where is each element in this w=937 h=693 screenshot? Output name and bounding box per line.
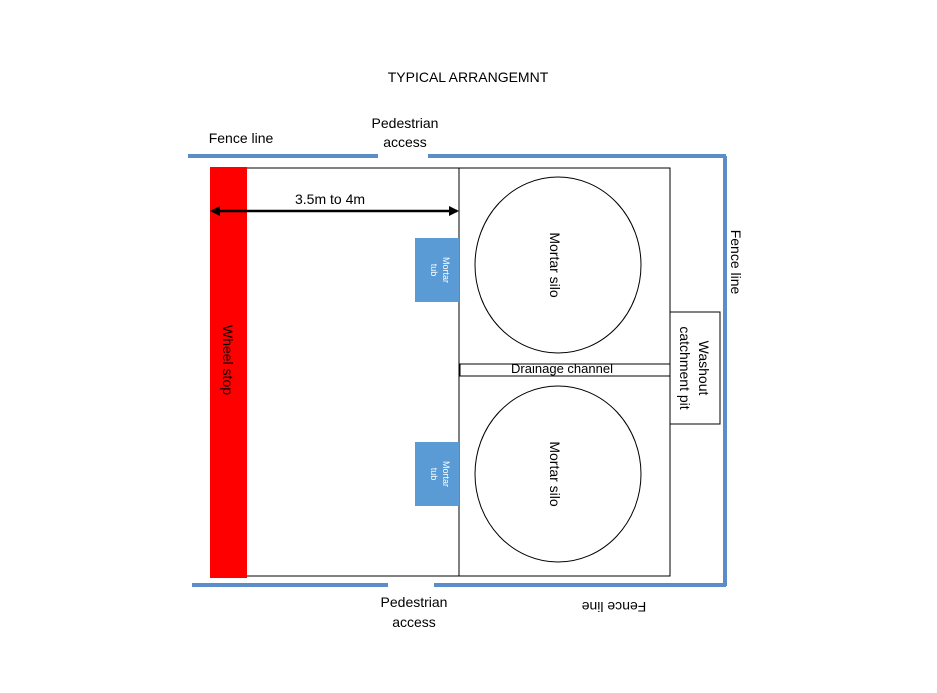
fence-label-right: Fence line: [728, 230, 744, 295]
mortar-tub-top-label-line1: Mortar: [441, 257, 451, 283]
fence: [188, 154, 727, 587]
wheel-stop-label: Wheel stop: [220, 325, 236, 395]
mortar-tub-bottom-label-line1: Mortar: [441, 461, 451, 487]
pedestrian-access-top-line2: access: [383, 134, 427, 150]
mortar-silo-top-label: Mortar silo: [547, 232, 563, 298]
washout-label-line1: Washout: [696, 341, 712, 396]
mortar-silo-bottom-label: Mortar silo: [547, 441, 563, 507]
diagram-title: TYPICAL ARRANGEMNT: [388, 69, 549, 85]
fence-label-top: Fence line: [209, 130, 274, 146]
mortar-tub-bottom: [415, 442, 459, 506]
fence-label-bottom: Fence line: [581, 599, 646, 615]
washout-catchment-pit: [669, 311, 721, 425]
mortar-tub-top: [415, 238, 459, 302]
mortar-silo-bottom: [474, 385, 642, 563]
mortar-silo-top: [474, 176, 642, 354]
mortar-tub-top-label-line2: tub: [429, 264, 439, 277]
dimension-label: 3.5m to 4m: [295, 191, 365, 207]
wheel-stop: [210, 167, 247, 578]
washout-label-line2: catchment pit: [677, 326, 693, 409]
pedestrian-access-bottom-line1: Pedestrian: [381, 594, 448, 610]
pedestrian-access-top-line1: Pedestrian: [372, 115, 439, 131]
drainage-channel-label: Drainage channel: [511, 361, 613, 376]
pedestrian-access-bottom-line2: access: [392, 614, 436, 630]
mortar-tub-bottom-label-line2: tub: [429, 468, 439, 481]
